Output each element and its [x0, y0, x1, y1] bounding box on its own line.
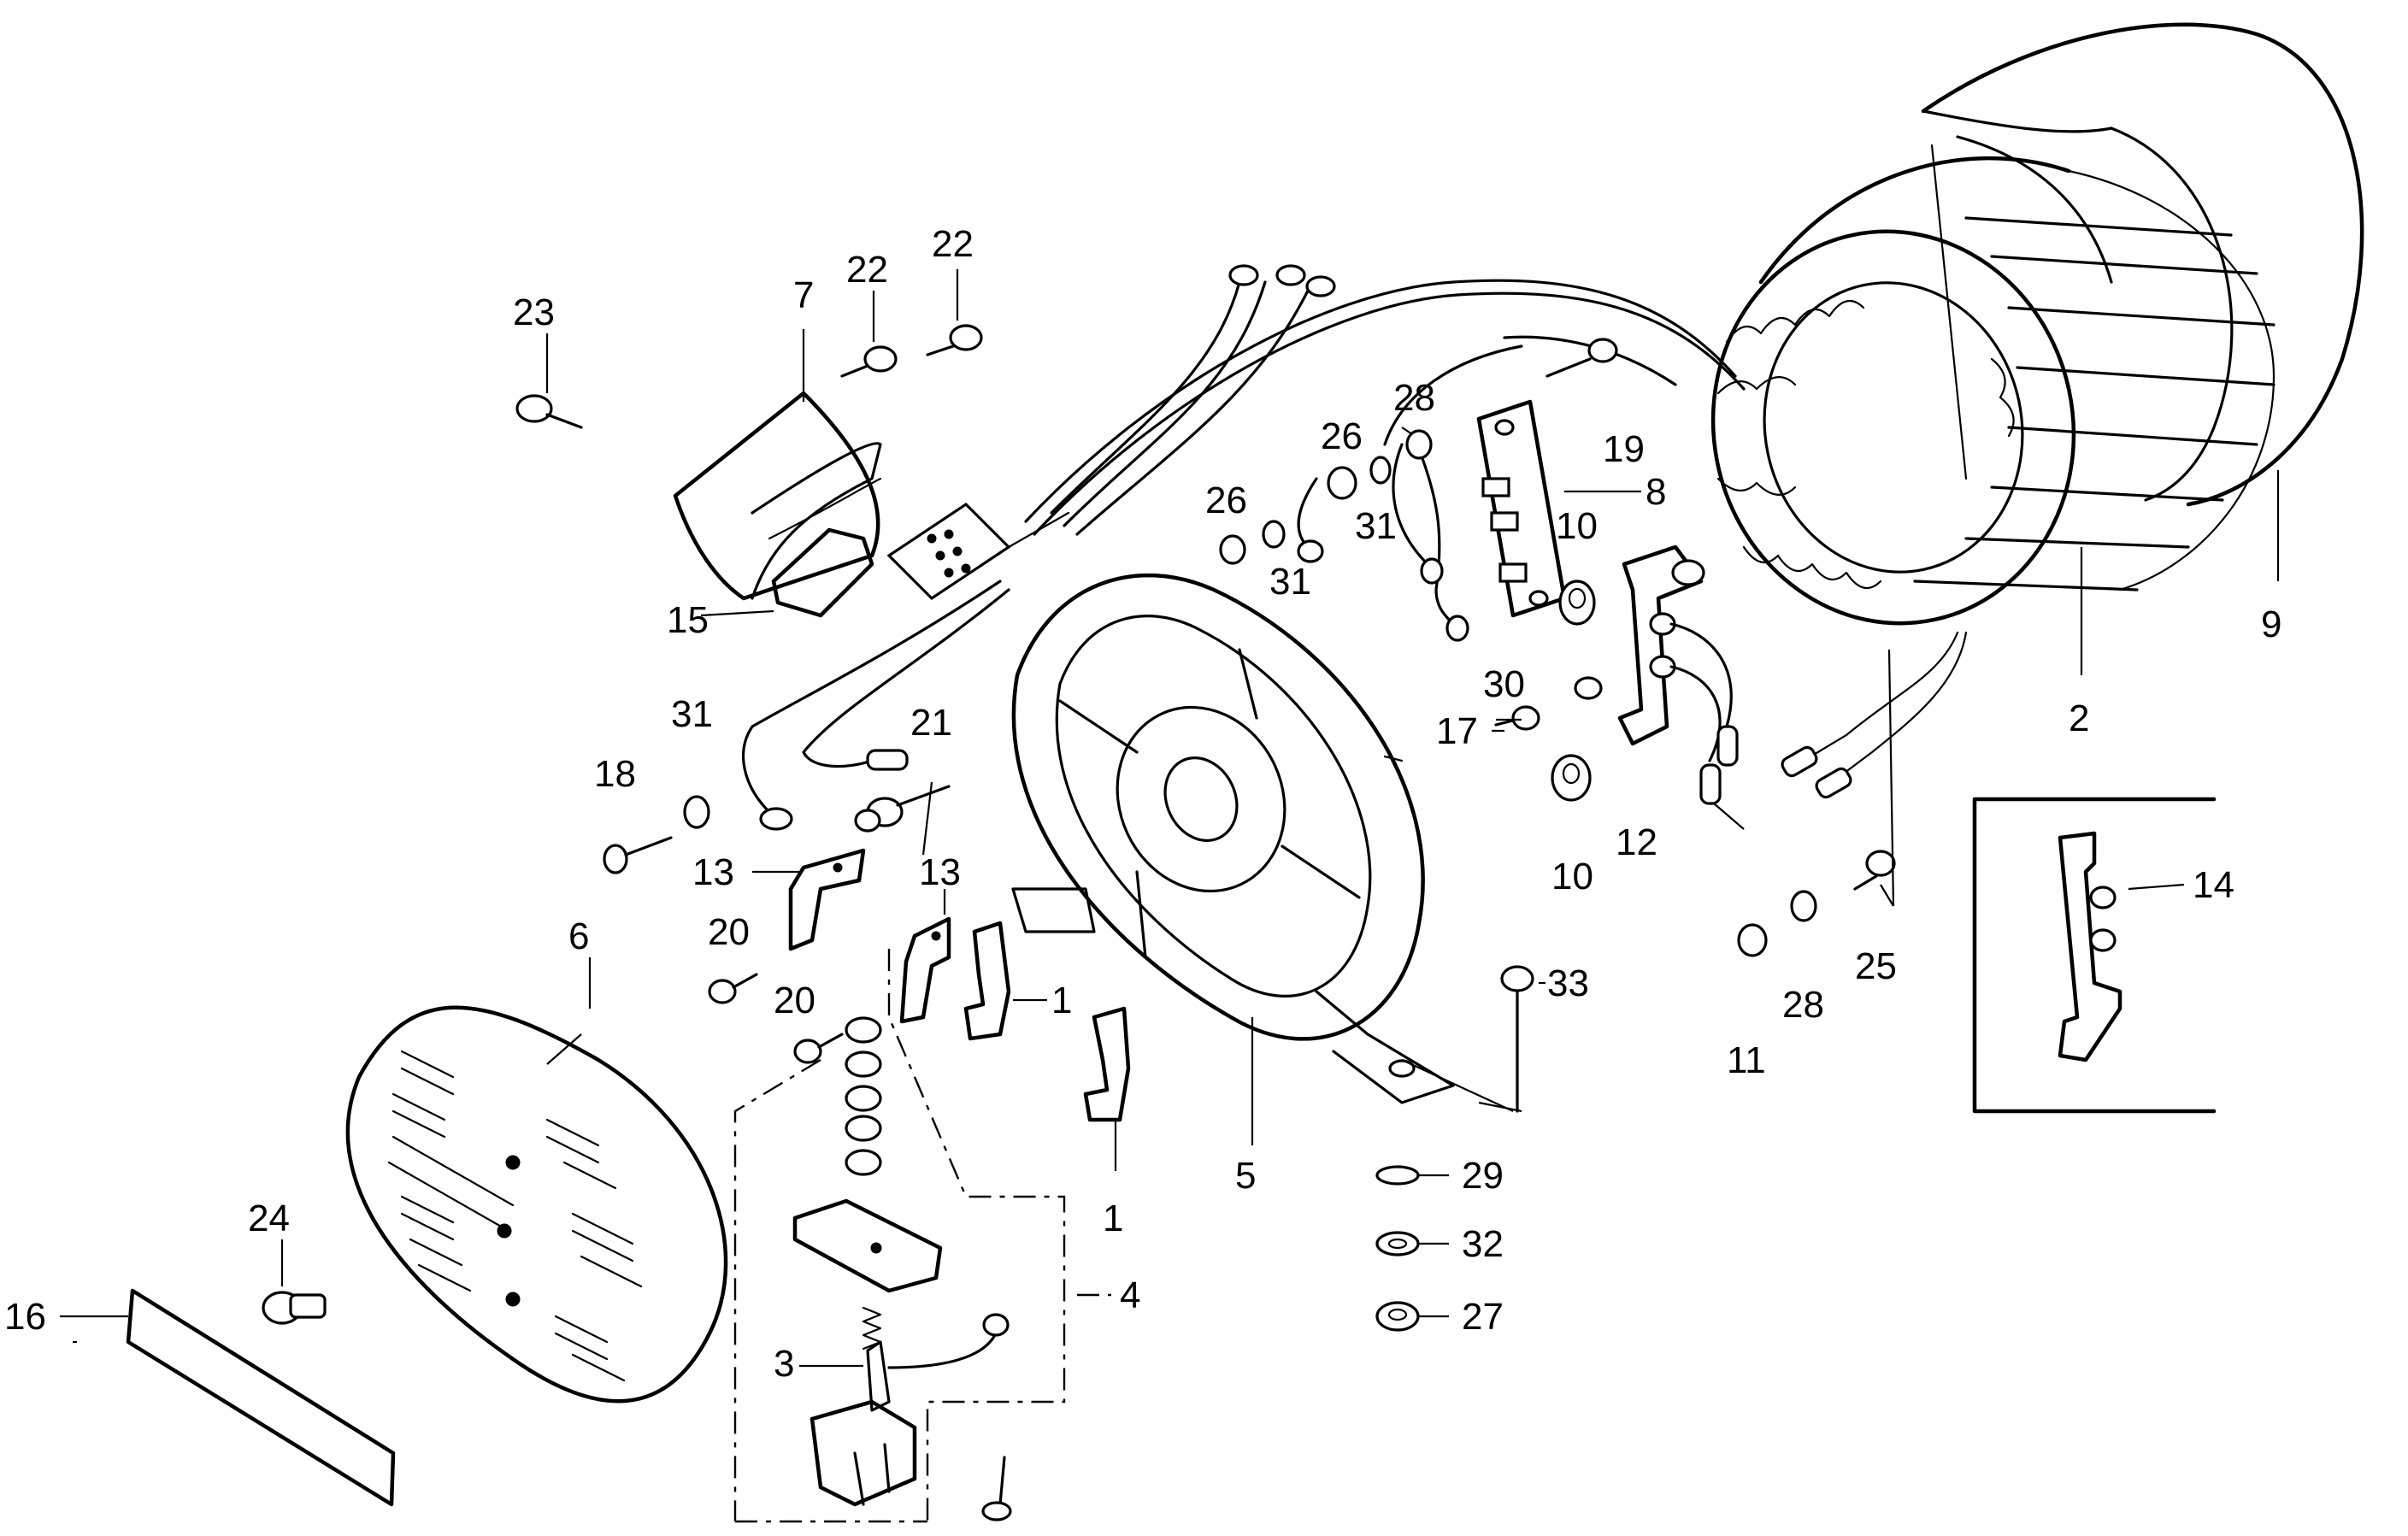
part-3-screw [981, 1456, 1012, 1521]
callout-31-top: 31 [1355, 505, 1397, 547]
part-25-screw [1853, 850, 1896, 891]
part-26-washer-top [1327, 466, 1357, 500]
callout-21: 21 [910, 702, 952, 744]
part-28-washer-bottom [1790, 890, 1817, 922]
part-27-nut [1375, 1301, 1420, 1332]
callout-13-a: 13 [692, 851, 734, 893]
part-21-bolt [854, 785, 951, 833]
part-10-bushing-bottom [1551, 754, 1592, 802]
part-16-label [126, 1288, 396, 1507]
callout-labels: 23 7 22 22 15 28 26 19 8 31 26 31 10 9 2… [4, 223, 2281, 1385]
part-31-washer-mid [1262, 520, 1286, 549]
callout-10-bottom: 10 [1551, 856, 1593, 897]
callout-30: 30 [1483, 663, 1525, 705]
callout-3: 3 [774, 1343, 794, 1385]
part-17-screw [1494, 705, 1540, 731]
callout-27: 27 [1462, 1296, 1504, 1338]
callout-22-a: 22 [846, 249, 888, 291]
callout-33: 33 [1547, 962, 1589, 1004]
callout-32: 32 [1462, 1223, 1504, 1265]
part-15-bracket [771, 527, 874, 618]
callout-11: 11 [1727, 1039, 1766, 1081]
callout-1-a: 1 [1051, 980, 1072, 1021]
callout-15: 15 [667, 599, 709, 641]
callout-2: 2 [2069, 697, 2089, 739]
callout-stubs [588, 718, 1522, 1368]
part-11-washer [1737, 923, 1768, 957]
callout-13-b: 13 [919, 851, 961, 893]
assembly-dash-lines [733, 949, 1111, 1523]
part-10-bushing-top [1558, 580, 1596, 626]
cover-louvres [387, 1050, 643, 1382]
callout-23: 23 [513, 291, 555, 333]
connector-pins [927, 529, 971, 578]
callout-26-mid: 26 [1205, 480, 1247, 521]
part-20-screw-b [793, 1033, 844, 1064]
callout-8: 8 [1646, 471, 1666, 513]
part-7-cover [673, 391, 882, 601]
callout-28-bottom: 28 [1782, 984, 1824, 1026]
part-33-bolt [1500, 965, 1534, 1113]
part-30-washer [1574, 676, 1603, 700]
part-22-screw-b [926, 324, 983, 356]
leader-lines [60, 269, 2280, 1344]
part-22-screw-a [840, 345, 898, 378]
part-6-rear-cover [345, 1005, 728, 1404]
callout-5: 5 [1235, 1155, 1256, 1197]
callout-18: 18 [594, 753, 636, 795]
callout-31-mid: 31 [1269, 561, 1311, 603]
stator-winding-coils [1716, 299, 2015, 590]
part-24-bolt [262, 1291, 327, 1325]
callout-29: 29 [1462, 1155, 1504, 1197]
wire-harness [742, 264, 1746, 831]
part-26-washer-mid [1219, 534, 1246, 565]
callout-4: 4 [1120, 1274, 1140, 1316]
part-18-screw [603, 836, 673, 874]
callout-26-top: 26 [1321, 415, 1363, 457]
callout-12: 12 [1616, 821, 1657, 863]
part-2-stator-core [1710, 156, 2276, 799]
callout-9: 9 [2261, 603, 2281, 645]
part-29-washer [1375, 1165, 1420, 1186]
part-32-washer [1375, 1231, 1420, 1256]
callout-10-top: 10 [1556, 505, 1598, 547]
part-23-screw [515, 394, 583, 429]
callout-25: 25 [1855, 945, 1897, 987]
part-1-clip-a [963, 921, 1011, 1041]
callout-17: 17 [1436, 710, 1478, 752]
part-4-brush-holder [792, 1016, 1010, 1507]
part-12-terminal-bracket [1617, 544, 1739, 805]
part-31-washer-top [1369, 456, 1392, 485]
callout-14: 14 [2193, 864, 2234, 906]
callout-20-b: 20 [774, 980, 815, 1021]
part-5-end-bracket [1011, 573, 1455, 1104]
callout-22-b: 22 [932, 223, 974, 265]
part-20-screw-a [708, 973, 758, 1004]
part-31-washer-left [683, 795, 710, 829]
callout-28-top: 28 [1393, 377, 1435, 419]
part-14-inset [1972, 797, 2217, 1114]
part-1-clip-b [1083, 1006, 1131, 1122]
callout-16: 16 [4, 1296, 46, 1338]
part-13-bracket-a [788, 848, 866, 951]
callout-20-a: 20 [708, 911, 750, 953]
callout-19: 19 [1603, 428, 1645, 470]
callout-7: 7 [793, 274, 814, 316]
callout-1-b: 1 [1103, 1198, 1123, 1239]
part-28-washer-top [1405, 429, 1433, 460]
callout-6: 6 [568, 915, 589, 957]
part-13-bracket-b [899, 916, 951, 1024]
part-8-terminal-strip [1476, 399, 1567, 618]
callout-24: 24 [248, 1198, 290, 1239]
part-9-stator-housing [1921, 22, 2364, 507]
part-19-screw [1545, 338, 1618, 378]
callout-31-left: 31 [671, 693, 713, 735]
